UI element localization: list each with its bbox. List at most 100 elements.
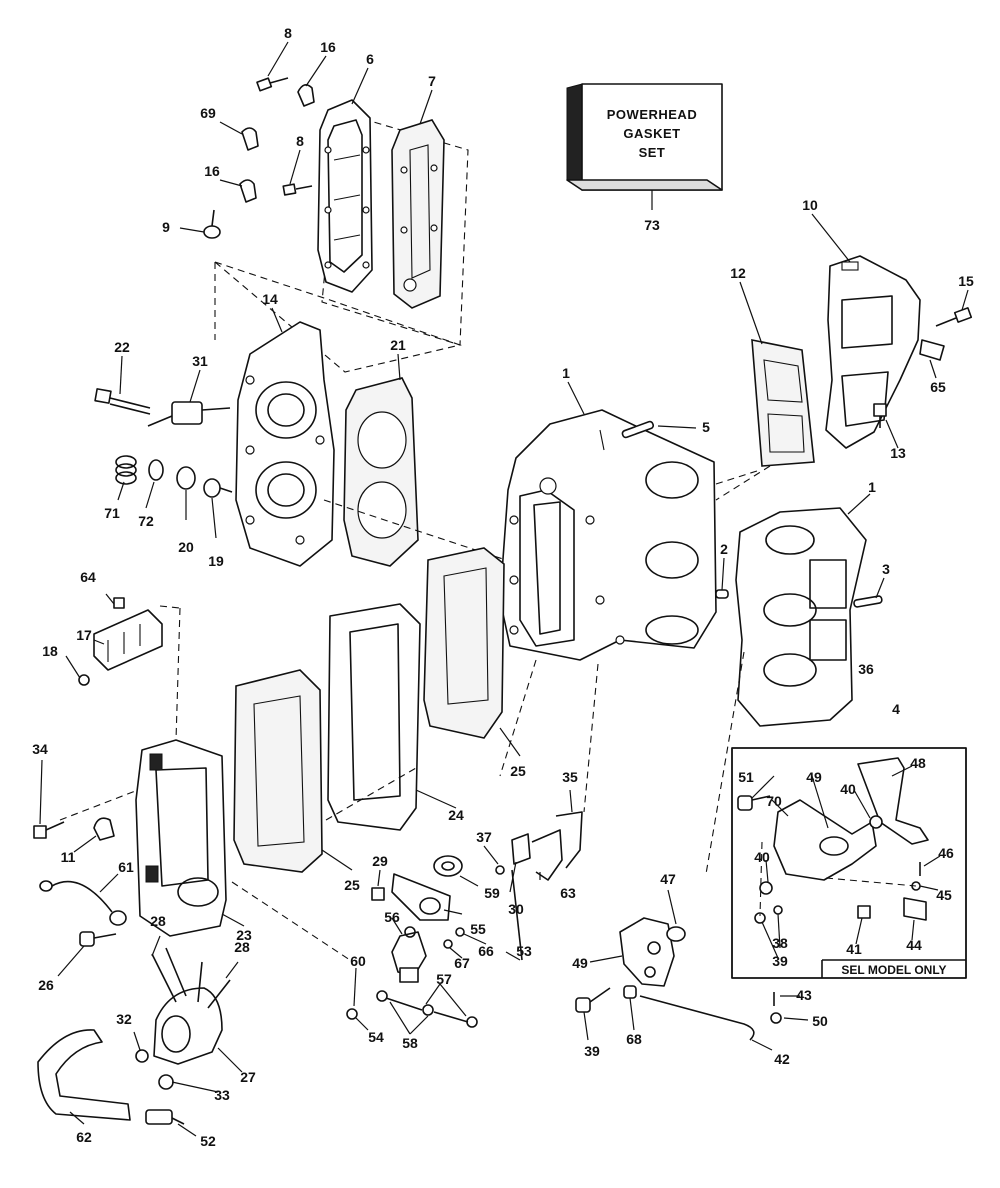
screw (113, 597, 125, 609)
screw (371, 887, 385, 901)
callout-46: 46 (938, 845, 954, 861)
spacer (623, 985, 637, 999)
callout-8b: 8 (296, 133, 304, 149)
spring (115, 455, 137, 485)
mounting-bracket (619, 917, 675, 987)
callout-10: 10 (802, 197, 818, 213)
callout-72: 72 (138, 513, 154, 529)
retainer (511, 833, 531, 865)
callout-34: 34 (32, 741, 48, 757)
callout-37: 37 (476, 829, 492, 845)
hose-fitting (145, 1109, 185, 1125)
screw (78, 674, 90, 686)
cap-screw (94, 388, 151, 415)
stud (151, 947, 187, 1003)
hose-clip (241, 127, 259, 151)
callout-9: 9 (162, 219, 170, 235)
sel-model-label: SEL MODEL ONLY (841, 963, 946, 977)
callout-27: 27 (240, 1069, 256, 1085)
callout-73: 73 (644, 217, 660, 233)
callout-65: 65 (930, 379, 946, 395)
callout-40: 40 (840, 781, 856, 797)
link-rod (511, 869, 523, 961)
callout-28: 28 (150, 913, 166, 929)
callout-4: 4 (892, 701, 900, 717)
exhaust-cover (317, 99, 373, 293)
cylinder-head-group (94, 307, 507, 567)
temperature-sender (147, 401, 231, 427)
callout-30: 30 (508, 901, 524, 917)
gasket-box-line1: POWERHEAD (607, 107, 697, 122)
grommet (666, 926, 686, 942)
gasket-box-line2: GASKET (623, 126, 680, 141)
callout-16: 16 (320, 39, 336, 55)
spring-clamp (203, 225, 221, 239)
callout-70: 70 (766, 793, 782, 809)
callout-8: 8 (284, 25, 292, 41)
screw (158, 1074, 174, 1090)
callout-1: 1 (562, 365, 570, 381)
callout-62: 62 (76, 1129, 92, 1145)
callout-66: 66 (478, 943, 494, 959)
intake-group (715, 213, 973, 501)
link-bracket (531, 829, 563, 881)
callout-41: 41 (846, 941, 862, 957)
callout-69: 69 (200, 105, 216, 121)
callout-15: 15 (958, 273, 974, 289)
crankcase-group (499, 381, 885, 875)
callout-58: 58 (402, 1035, 418, 1051)
callout-57: 57 (436, 971, 452, 987)
callout-50: 50 (812, 1013, 828, 1029)
callout-39b: 39 (584, 1043, 600, 1059)
clip (919, 339, 945, 361)
bolt (33, 821, 65, 839)
callout-16b: 16 (204, 163, 220, 179)
callout-61: 61 (118, 859, 134, 875)
grommet (176, 466, 196, 490)
intake-gasket (751, 339, 815, 467)
callout-25: 25 (510, 763, 526, 779)
callout-49: 49 (806, 769, 822, 785)
callout-13: 13 (890, 445, 906, 461)
callout-67: 67 (454, 955, 470, 971)
bolt (282, 183, 313, 196)
outer-exhaust-cover (135, 739, 227, 937)
lever-arm (857, 757, 929, 845)
screw (135, 1049, 149, 1063)
callout-71: 71 (104, 505, 120, 521)
callout-42: 42 (774, 1051, 790, 1067)
cylinder-block (499, 409, 717, 661)
nut (869, 815, 883, 829)
throttle-lever (555, 811, 583, 869)
gasket-box-line3: SET (639, 145, 666, 160)
seal (148, 459, 164, 481)
callout-64: 64 (80, 569, 96, 585)
dowel-pin (853, 595, 883, 608)
bolt (575, 987, 611, 1013)
callout-24: 24 (448, 807, 464, 823)
screw (857, 905, 871, 919)
callout-18: 18 (42, 643, 58, 659)
callout-44: 44 (906, 937, 922, 953)
solenoid (391, 926, 427, 983)
bolt (737, 795, 771, 811)
callout-22: 22 (114, 339, 130, 355)
cable-clip (93, 817, 115, 841)
callout-3: 3 (882, 561, 890, 577)
callout-48: 48 (910, 755, 926, 771)
callout-1b: 1 (868, 479, 876, 495)
washer (455, 927, 465, 937)
callout-23: 23 (236, 927, 252, 943)
wire-lead (39, 880, 127, 926)
callout-25b: 25 (344, 877, 360, 893)
callout-20: 20 (178, 539, 194, 555)
exhaust-cover-group (179, 41, 469, 373)
callout-68: 68 (626, 1031, 642, 1047)
bolt (873, 403, 887, 428)
callout-6: 6 (366, 51, 374, 67)
nut (443, 939, 453, 949)
callout-53: 53 (516, 943, 532, 959)
sel-model-box: SEL MODEL ONLY (731, 747, 967, 979)
washer (495, 865, 505, 875)
